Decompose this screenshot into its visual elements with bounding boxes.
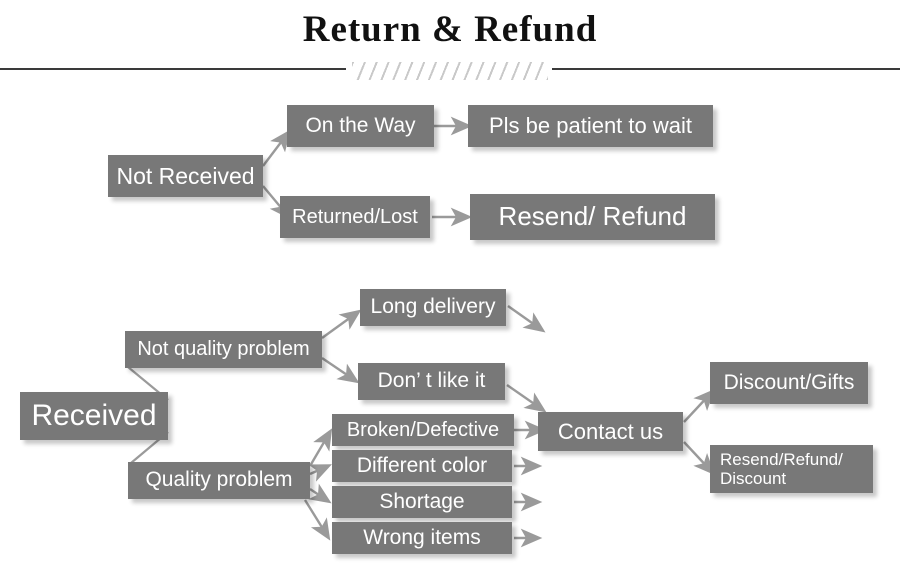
node-discount-gifts[interactable]: Discount/Gifts	[710, 362, 868, 404]
node-resend-refund-discount[interactable]: Resend/Refund/ Discount	[710, 445, 873, 493]
node-resend-refund[interactable]: Resend/ Refund	[470, 194, 715, 240]
node-not-received[interactable]: Not Received	[108, 155, 263, 197]
arrow-quality-brokendefective	[308, 428, 333, 467]
node-resend-refund-discount-line1: Resend/Refund/	[720, 449, 843, 469]
node-shortage[interactable]: Shortage	[332, 486, 512, 518]
arrow-quality-differentcolor	[308, 464, 332, 482]
node-contact-us[interactable]: Contact us	[538, 412, 683, 451]
node-on-the-way[interactable]: On the Way	[287, 105, 434, 147]
page-title: Return & Refund	[302, 9, 598, 50]
header-divider	[0, 62, 900, 80]
arrow-quality-wrongitems	[303, 499, 331, 541]
node-not-quality-problem[interactable]: Not quality problem	[125, 331, 322, 368]
arrow-dontlikeit-contactus	[506, 384, 547, 413]
arrow-notquality-dontlikeit	[321, 357, 360, 384]
node-quality-problem[interactable]: Quality problem	[128, 462, 310, 499]
arrow-contactus-resendrefunddiscount	[683, 441, 715, 476]
node-broken-defective[interactable]: Broken/Defective	[332, 414, 514, 446]
arrow-contactus-discountgifts	[683, 388, 715, 423]
node-different-color[interactable]: Different color	[332, 450, 512, 482]
divider-rule-left	[0, 68, 346, 70]
node-long-delivery[interactable]: Long delivery	[360, 289, 506, 326]
node-returned-lost[interactable]: Returned/Lost	[280, 196, 430, 238]
arrow-notreceived-ontheway	[262, 129, 291, 167]
divider-hatch-ornament	[352, 62, 548, 80]
node-wrong-items[interactable]: Wrong items	[332, 522, 512, 554]
divider-rule-right	[552, 68, 900, 70]
node-received[interactable]: Received	[20, 392, 168, 440]
arrow-quality-shortage	[308, 483, 332, 504]
arrow-notquality-longdelivery	[321, 309, 362, 339]
node-dont-like-it[interactable]: Don’ t like it	[358, 363, 505, 400]
arrow-longdelivery-contactus	[507, 305, 546, 333]
node-pls-be-patient-to-wait[interactable]: Pls be patient to wait	[468, 105, 713, 147]
node-resend-refund-discount-line2: Discount	[720, 469, 787, 488]
